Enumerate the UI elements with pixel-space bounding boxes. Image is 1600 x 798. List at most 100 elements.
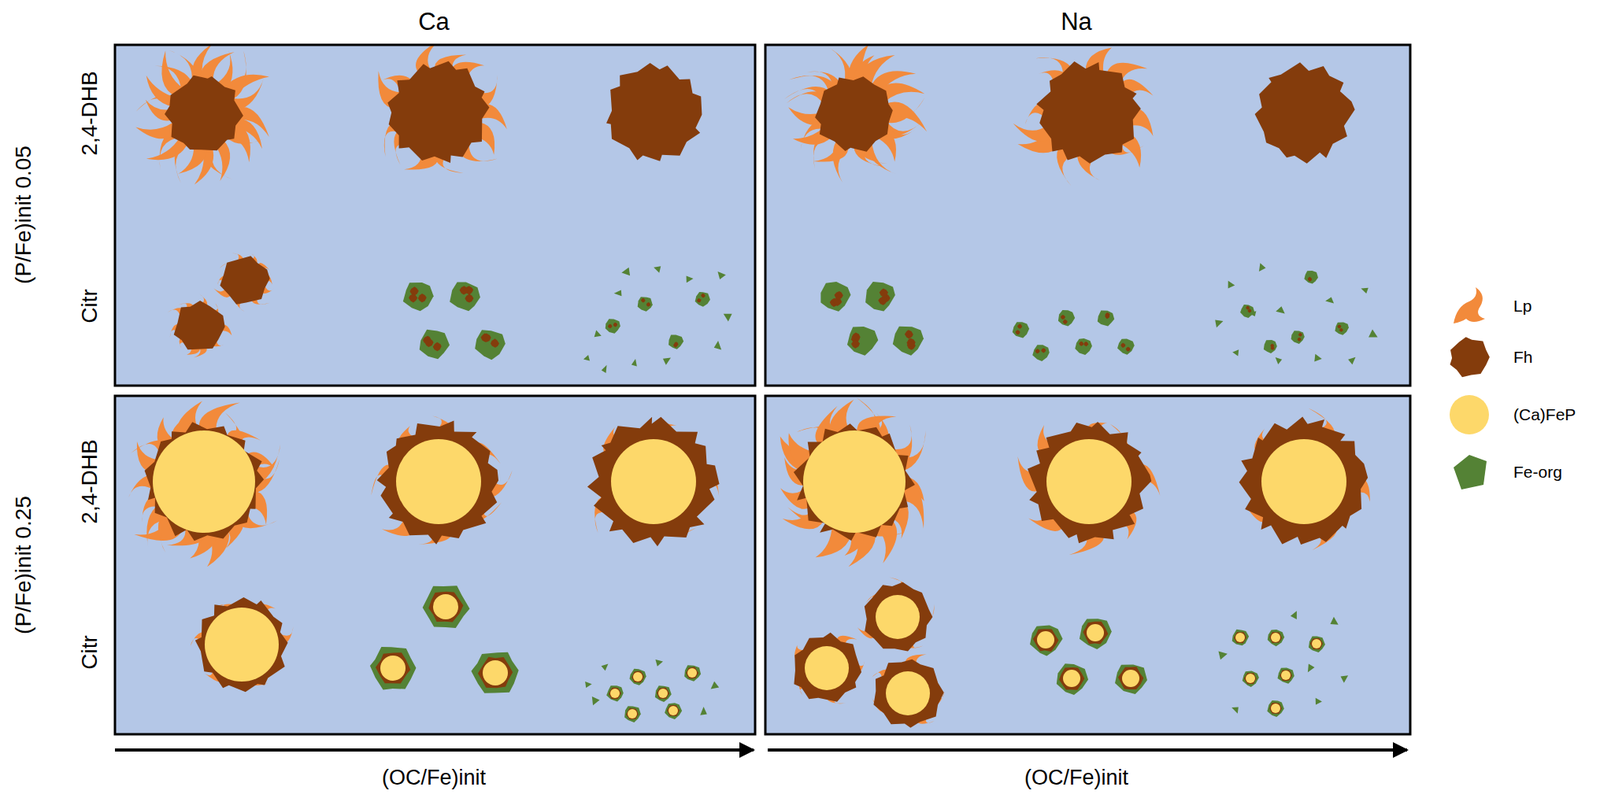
fh-spot [613,322,618,328]
fe-org-coating [668,334,684,349]
fh-particle [1118,666,1144,690]
cafep-core [433,594,459,620]
fe-org-sample [1453,455,1487,490]
column-header: Na [1060,7,1093,37]
cafep-core [611,439,697,525]
fh-spot [907,341,916,351]
cafep-core [1245,674,1256,684]
fe-org-coating [1056,663,1089,696]
fe-org-shard [1368,329,1378,338]
panel-frame [765,396,1411,735]
fh-particle [1269,703,1282,715]
fe-org-coating [1308,636,1326,653]
cafep-core [633,672,643,682]
fh-particle [1310,638,1323,651]
fh-particle [1279,670,1293,682]
fh-spot [1337,324,1341,329]
cafep-core [396,439,482,525]
fe-org-shard [1360,288,1368,294]
fe-org-shard [655,659,663,667]
fe-org-coating [629,669,647,686]
axis-arrow [767,748,1408,752]
legend-swatch [1445,391,1493,439]
fh-spot [433,342,442,352]
fh-spot [410,286,419,296]
legend-label: (Ca)FeP [1513,405,1576,425]
cafep-core [875,595,920,640]
fh-spot [640,298,646,304]
fh-particle [1027,422,1152,544]
fh-particle [793,423,915,541]
particle-group [780,397,1371,728]
fe-org-coating [655,685,672,703]
fh-particle [873,659,944,729]
fe-org-shard [1315,698,1323,706]
panel-ground [765,44,1411,386]
fe-org-coating [1263,340,1278,354]
fe-org-coating [474,329,506,360]
fe-org-coating [1303,270,1319,285]
cafep-core [1046,439,1132,525]
legend-label: Lp [1513,296,1532,316]
fh-spot [1270,346,1275,351]
cafep-core [380,655,406,682]
fe-org-coating [664,703,682,720]
fh-particle [1082,622,1108,645]
fh-particle [587,417,720,548]
fh-particle [195,597,289,693]
fh-spot [459,285,469,295]
fe-org-coating [1117,338,1135,355]
fh-particle [387,61,489,163]
axis-label: (OC/Fe)init [381,766,486,791]
fe-org-coating [1032,344,1050,362]
fe-org-coating [1334,322,1349,336]
fh-spot [490,338,500,348]
fe-org-coating [684,665,701,682]
fe-org-shard [1348,357,1356,366]
axis-label: (OC/Fe)init [1024,766,1129,791]
cafep-core [668,706,678,716]
cafep-core [1122,670,1140,688]
fh-particle [1255,62,1356,163]
sub-row-label: 2,4-DHB [77,70,103,156]
fh-spot [607,324,613,330]
fh-particle [164,75,244,151]
fe-org-shard [1329,617,1338,626]
fe-org-shard [717,271,726,280]
fh-particle [1269,632,1282,644]
fe-org-shard [700,707,708,716]
fe-org-shard [585,681,593,689]
fh-spot [1104,314,1110,319]
fe-org-coating [1240,304,1255,319]
fh-spot [481,333,491,343]
fe-org-shard [601,664,609,672]
fe-org-coating [605,318,621,334]
fh-spot [674,341,679,347]
axis-arrow [114,748,754,752]
cafep-core [1037,631,1055,649]
fh-particle [631,671,645,684]
cafep-core [482,660,508,686]
fh-spot [418,293,427,303]
fh-particle [656,688,670,700]
sub-row-label: Citr [77,635,103,671]
fh-particle [864,582,934,652]
fe-org-shard [594,329,602,338]
cafep-core [1311,639,1322,649]
fh-particle [174,300,226,350]
fh-spot [1120,343,1126,349]
fe-org-shard [1231,707,1239,715]
sub-row-label: Citr [77,288,103,324]
panel-frame [765,44,1411,386]
fe-org-coating [637,296,653,312]
fh-particle [793,633,862,703]
fe-org-coating [1074,338,1093,356]
fe-org-shard [1340,675,1349,683]
fh-particle [685,667,699,680]
fe-org-shard [1214,319,1223,328]
cafep-core [885,671,930,716]
cafep-core [1281,670,1291,681]
fe-org-shard [614,290,623,297]
fh-spot [700,293,706,299]
fe-org-shard [1307,663,1315,673]
